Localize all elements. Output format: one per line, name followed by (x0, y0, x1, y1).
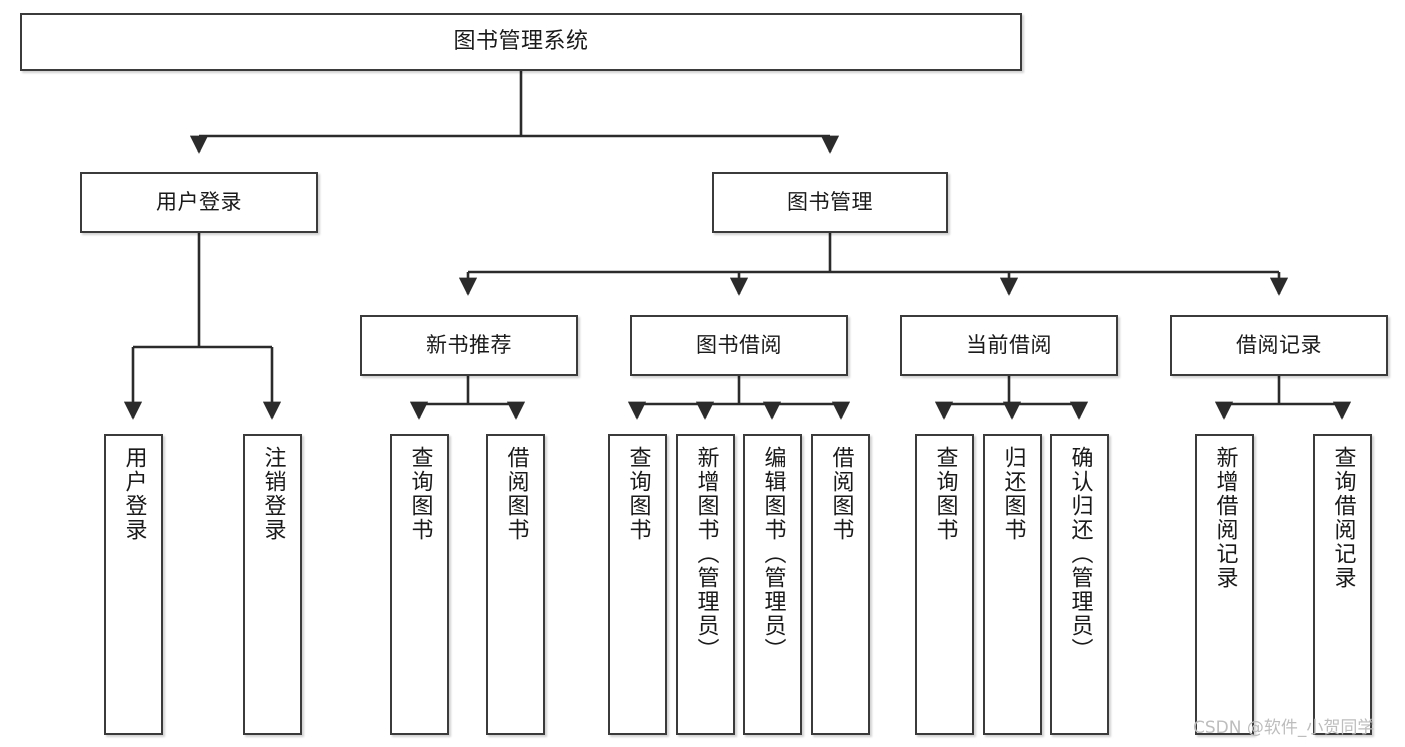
leaf-confirm-return[interactable]: 确认归还（管理员） (1050, 434, 1109, 735)
leaf-query-book-borrow[interactable]: 查询图书 (608, 434, 667, 735)
node-label: 查询图书 (932, 446, 958, 542)
leaf-add-borrow-record[interactable]: 新增借阅记录 (1195, 434, 1254, 735)
node-label: 图书管理系统 (453, 29, 589, 55)
leaf-logout-login[interactable]: 注销登录 (243, 434, 302, 735)
leaf-query-borrow-record[interactable]: 查询借阅记录 (1313, 434, 1372, 735)
watermark-text: CSDN @软件_小贺同学 (1193, 718, 1375, 738)
node-label: 图书管理 (787, 190, 873, 215)
leaf-user-login[interactable]: 用户登录 (104, 434, 163, 735)
node-new-book-recommend[interactable]: 新书推荐 (360, 315, 578, 376)
node-label: 查询图书 (625, 446, 651, 542)
leaf-add-book[interactable]: 新增图书（管理员） (676, 434, 735, 735)
node-label: 新增借阅记录 (1212, 446, 1238, 590)
node-book-manage[interactable]: 图书管理 (712, 172, 948, 233)
leaf-return-book[interactable]: 归还图书 (983, 434, 1042, 735)
node-book-borrow[interactable]: 图书借阅 (630, 315, 848, 376)
node-label: 归还图书 (1000, 446, 1026, 542)
node-label: 用户登录 (156, 190, 242, 215)
leaf-query-book-current[interactable]: 查询图书 (915, 434, 974, 735)
node-label: 借阅记录 (1236, 333, 1322, 358)
node-current-borrow[interactable]: 当前借阅 (900, 315, 1118, 376)
leaf-edit-book[interactable]: 编辑图书（管理员） (743, 434, 802, 735)
node-label: 新书推荐 (426, 333, 512, 358)
node-label: 查询图书 (407, 446, 433, 542)
node-user-login[interactable]: 用户登录 (80, 172, 318, 233)
node-label: 确认归还（管理员） (1067, 446, 1093, 662)
leaf-borrow-book-recommend[interactable]: 借阅图书 (486, 434, 545, 735)
node-root-system[interactable]: 图书管理系统 (20, 13, 1022, 71)
leaf-borrow-book[interactable]: 借阅图书 (811, 434, 870, 735)
node-borrow-record[interactable]: 借阅记录 (1170, 315, 1388, 376)
node-label: 借阅图书 (503, 446, 529, 542)
node-label: 编辑图书（管理员） (760, 446, 786, 662)
node-label: 用户登录 (121, 446, 147, 542)
node-label: 新增图书（管理员） (693, 446, 719, 662)
node-label: 借阅图书 (828, 446, 854, 542)
leaf-query-book-recommend[interactable]: 查询图书 (390, 434, 449, 735)
node-label: 图书借阅 (696, 333, 782, 358)
node-label: 查询借阅记录 (1330, 446, 1356, 590)
node-label: 当前借阅 (966, 333, 1052, 358)
node-label: 注销登录 (260, 446, 286, 542)
